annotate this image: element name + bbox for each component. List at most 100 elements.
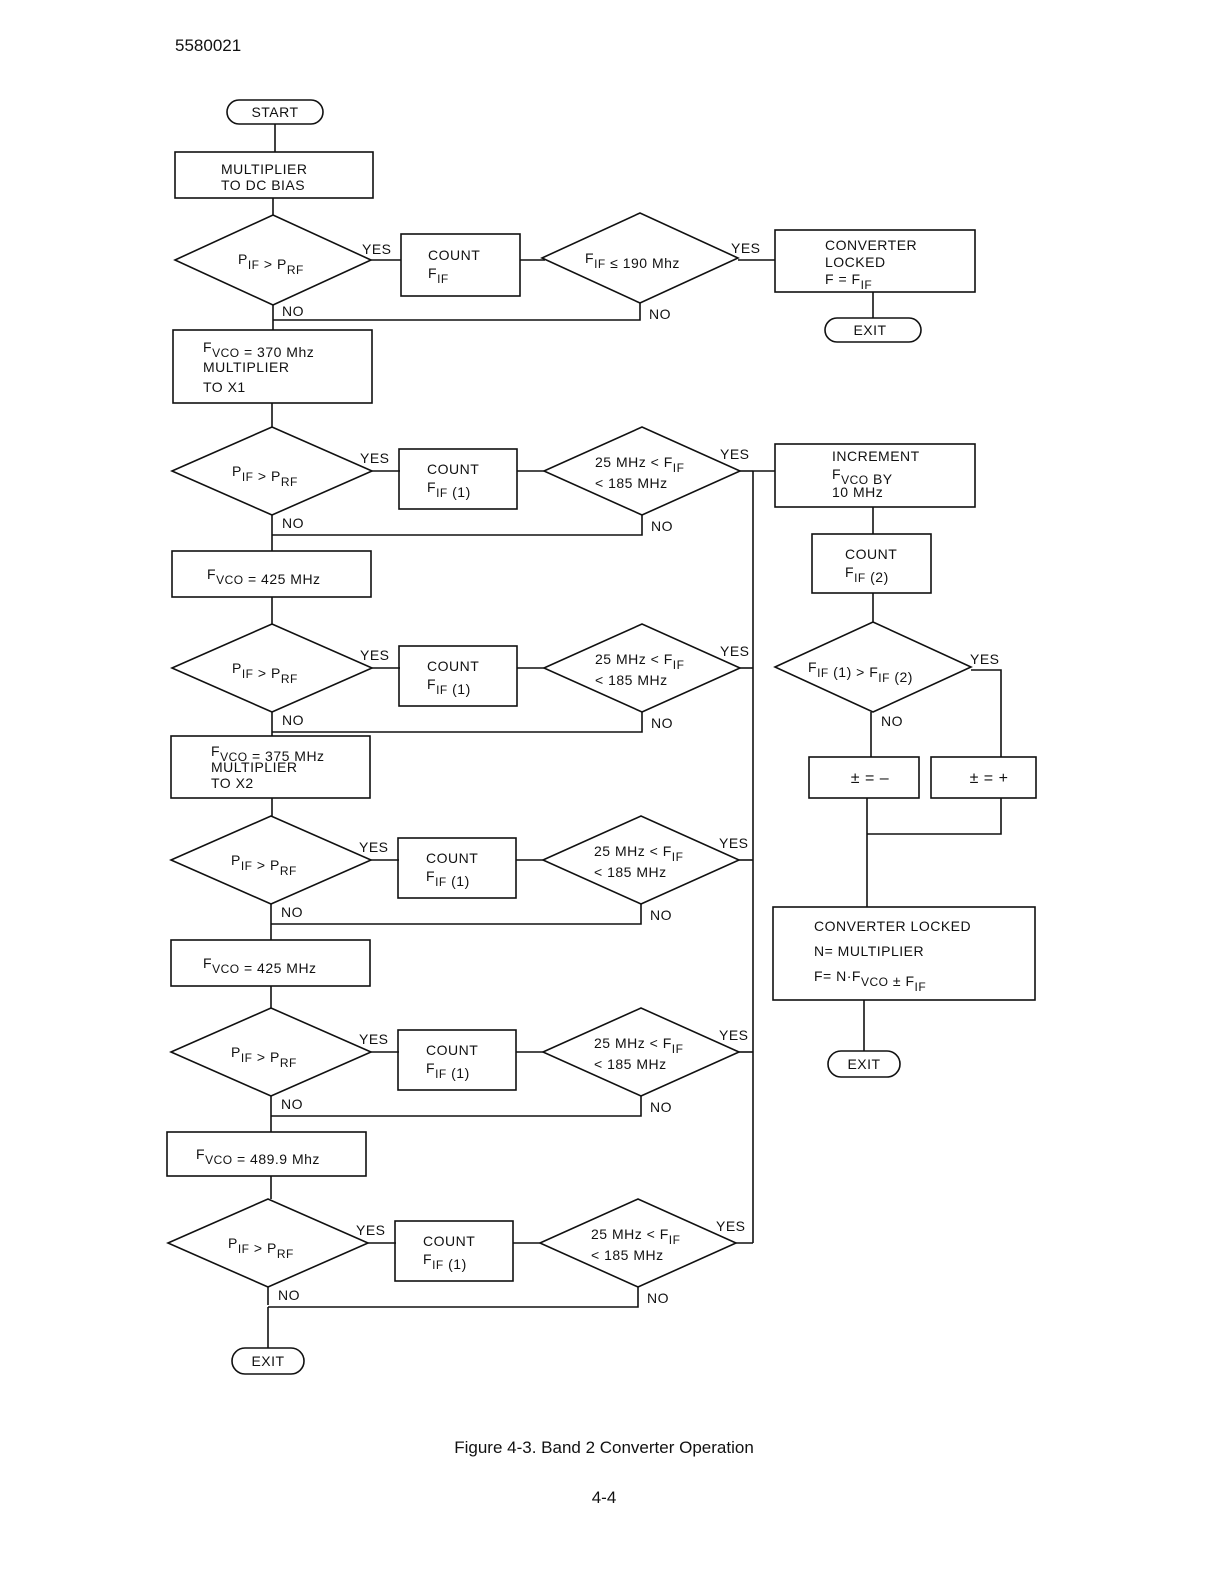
count-fif1-text-line-2: FIF (1) [427,479,471,500]
count-fif2-text-line-1: COUNT [845,546,897,562]
yes-label: YES [719,835,749,851]
no-label: NO [650,907,672,923]
count-fif1-text-line-1: COUNT [426,850,478,866]
decision-range-check [542,426,742,516]
pif-gt-prf-text: PIF > PRF [232,463,298,489]
range-check-text-line-2: < 185 MHz [595,672,668,688]
decision-range-check [541,1007,741,1097]
count-fif-text-line-1: COUNT [428,247,480,263]
range-check-text-line-1: 25 MHz < FIF [595,454,684,475]
pif-gt-prf-text: PIF > PRF [238,251,304,277]
count-fif2-box [811,533,932,594]
range-check-text-line-1: 25 MHz < FIF [591,1226,680,1247]
range-check-text-line-2: < 185 MHz [594,1056,667,1072]
converter-locked-box [774,229,976,293]
decision-range-check [538,1198,738,1288]
sign-minus-text: ± = – [851,770,889,787]
connector [272,515,643,536]
count-fif1-text-line-2: FIF (1) [426,868,470,889]
multiplier-dc-bias-box [174,151,374,199]
converter-locked-final-box [772,906,1036,1001]
start-label: START [251,104,298,120]
fvco-425-b-text: FVCO = 425 MHz [203,955,317,976]
range-check-text-line-2: < 185 MHz [591,1247,664,1263]
no-label: NO [650,1099,672,1115]
no-label: NO [282,303,304,319]
fvco-370-text-line-2: MULTIPLIER [203,359,289,375]
range-check-text-line-1: 25 MHz < FIF [594,1035,683,1056]
count-fif-text-line-2: FIF [428,265,449,286]
fvco-370-text-line-1: FVCO = 370 Mhz [203,339,314,360]
no-label: NO [649,306,671,322]
yes-label: YES [359,839,389,855]
no-label: NO [281,1096,303,1112]
count-fif-box [400,233,521,297]
converter-locked-text-line-3: F = FIF [825,271,872,292]
fvco-370-text-line-3: TO X1 [203,379,246,395]
sign-minus-box [808,756,920,799]
converter-locked-final-text-line-3: F= N·FVCO ± FIF [814,968,926,994]
yes-label: YES [356,1222,386,1238]
range-check-text-line-1: 25 MHz < FIF [595,651,684,672]
no-label: NO [647,1290,669,1306]
connector [971,669,1002,757]
count-fif1-text-line-2: FIF (1) [423,1251,467,1272]
yes-label: YES [360,450,390,466]
count-fif2-text-line-2: FIF (2) [845,564,889,585]
no-label: NO [278,1287,300,1303]
exit-label: EXIT [251,1353,284,1369]
no-label: NO [282,515,304,531]
no-label: NO [881,713,903,729]
no-label: NO [651,715,673,731]
connector [272,712,643,733]
count-fif1-text-line-1: COUNT [427,461,479,477]
sign-plus-box [930,756,1037,799]
connector [271,904,642,925]
count-fif1-box [394,1220,514,1282]
count-fif1-text-line-1: COUNT [427,658,479,674]
document-number: 5580021 [175,36,242,55]
increment-fvco-text-line-3: 10 MHz [832,484,883,500]
increment-fvco-box [774,443,976,508]
range-check-text-line-1: 25 MHz < FIF [594,843,683,864]
count-fif1-box [397,837,517,899]
count-fif1-text-line-2: FIF (1) [426,1060,470,1081]
sign-plus-text: ± = + [970,770,1009,787]
yes-label: YES [720,446,750,462]
range-check-text-line-2: < 185 MHz [594,864,667,880]
no-label: NO [651,518,673,534]
count-fif1-box [398,645,518,707]
fvco-489-box [166,1131,367,1177]
decision-range-check [541,815,741,905]
exit-label: EXIT [853,322,886,338]
yes-label: YES [970,651,1000,667]
yes-label: YES [360,647,390,663]
fif1-gt-fif2-text: FIF (1) > FIF (2) [808,659,913,685]
decision-range-check [542,623,742,713]
fvco-375-box [170,735,371,799]
yes-label: YES [720,643,750,659]
fvco-375-text-line-2: MULTIPLIER [211,759,297,775]
yes-label: YES [359,1031,389,1047]
page-number: 4-4 [591,1488,617,1507]
no-label: NO [281,904,303,920]
pif-gt-prf-text: PIF > PRF [231,852,297,878]
yes-label: YES [362,241,392,257]
yes-label: YES [716,1218,746,1234]
decision-fif-le-190 [540,212,740,304]
multiplier-dc-bias-text-line-1: MULTIPLIER [221,161,307,177]
multiplier-dc-bias-text-line-2: TO DC BIAS [221,177,305,193]
count-fif1-box [398,448,518,510]
converter-locked-text-line-1: CONVERTER [825,237,917,253]
connector [268,1287,639,1308]
decision-fif1-gt-fif2 [773,621,973,713]
count-fif1-text-line-1: COUNT [423,1233,475,1249]
yes-label: YES [719,1027,749,1043]
yes-label: YES [731,240,761,256]
fvco-375-text-line-1: FVCO = 375 MHz [211,743,325,764]
range-check-text-line-2: < 185 MHz [595,475,668,491]
connector [271,1096,642,1117]
count-fif1-text-line-1: COUNT [426,1042,478,1058]
no-label: NO [282,712,304,728]
